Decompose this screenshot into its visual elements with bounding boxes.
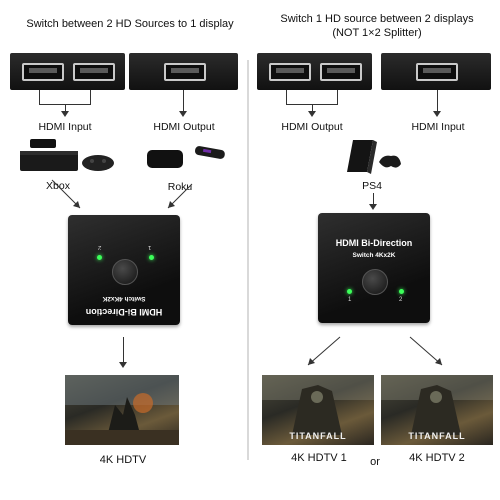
right-output-label: HDMI Output (281, 121, 343, 133)
left-hdmi-switch: 2 1 Switch 4Kx2K HDMI Bi-Direction (68, 215, 180, 325)
led-indicator (347, 289, 352, 294)
arrow-down-icon (308, 111, 316, 117)
xbox-console-icon (20, 139, 114, 171)
led-label-2: 2 (98, 244, 102, 250)
left-input-label: HDMI Input (38, 121, 92, 133)
left-switch-subtitle: Switch 4Kx2K (102, 295, 146, 302)
bracket-line (39, 90, 40, 104)
left-tv-screen (65, 375, 179, 445)
led-label-2: 2 (399, 297, 403, 303)
game-scene-image (65, 375, 179, 445)
arrow-down-icon (179, 111, 187, 117)
arrow-down-icon (61, 111, 69, 117)
arrow-line (65, 104, 66, 112)
arrow-line (373, 193, 374, 205)
led-label-1: 1 (148, 244, 152, 250)
right-heading-line2: (NOT 1×2 Splitter) (332, 27, 422, 39)
led-indicator (149, 255, 154, 260)
ps4-label: PS4 (362, 180, 382, 192)
right-switch-subtitle: Switch 4Kx2K (352, 252, 396, 259)
ps4-console-icon (347, 140, 401, 174)
right-heading-line1: Switch 1 HD source between 2 displays (280, 13, 474, 25)
arrow-down-icon (433, 111, 441, 117)
left-display-label: 4K HDTV (99, 454, 147, 466)
right-display-2-label: 4K HDTV 2 (409, 452, 465, 464)
arrow-line (312, 104, 313, 112)
hdmi-port-2 (320, 63, 362, 81)
or-label: or (370, 456, 380, 468)
right-display-1-label: 4K HDTV 1 (291, 452, 347, 464)
left-switch-title: HDMI Bi-Direction (85, 307, 163, 317)
center-divider (247, 60, 249, 460)
arrow-down-icon (369, 204, 377, 210)
hdmi-output-ports (257, 53, 372, 90)
led-label-1: 1 (348, 297, 352, 303)
hdmi-input-port (416, 63, 458, 81)
right-switch-title: HDMI Bi-Direction (335, 238, 413, 248)
left-output-label: HDMI Output (153, 121, 215, 133)
hdmi-input-ports (10, 53, 125, 90)
hdmi-input-port-block (381, 53, 491, 90)
right-input-label: HDMI Input (411, 121, 465, 133)
right-tv-screen-1: TITANFALL (262, 375, 374, 445)
game-scene-image (381, 375, 493, 435)
switch-button (362, 269, 388, 295)
converging-arrows (51, 179, 193, 209)
hdmi-port-1 (269, 63, 311, 81)
right-hdmi-switch: HDMI Bi-Direction Switch 4Kx2K 1 2 (318, 213, 430, 323)
game-scene-image (262, 375, 374, 435)
switch-button (112, 259, 138, 285)
right-tv-screen-2: TITANFALL (381, 375, 493, 445)
diverging-arrows (307, 336, 443, 366)
hdmi-output-port-block (129, 53, 238, 90)
hdmi-port-1 (22, 63, 64, 81)
bracket-line (90, 90, 91, 104)
led-indicator (399, 289, 404, 294)
arrow-line (123, 337, 124, 363)
bracket-line (286, 90, 287, 104)
hdmi-port-2 (73, 63, 115, 81)
hdmi-output-port (164, 63, 206, 81)
arrow-line (183, 90, 184, 112)
roku-device-icon (147, 146, 225, 168)
left-heading: Switch between 2 HD Sources to 1 display (26, 18, 234, 30)
bracket-line (337, 90, 338, 104)
led-indicator (97, 255, 102, 260)
tv-1-screen-text: TITANFALL (289, 431, 347, 441)
arrow-down-icon (119, 362, 127, 368)
tv-2-screen-text: TITANFALL (408, 431, 466, 441)
arrow-line (437, 90, 438, 112)
